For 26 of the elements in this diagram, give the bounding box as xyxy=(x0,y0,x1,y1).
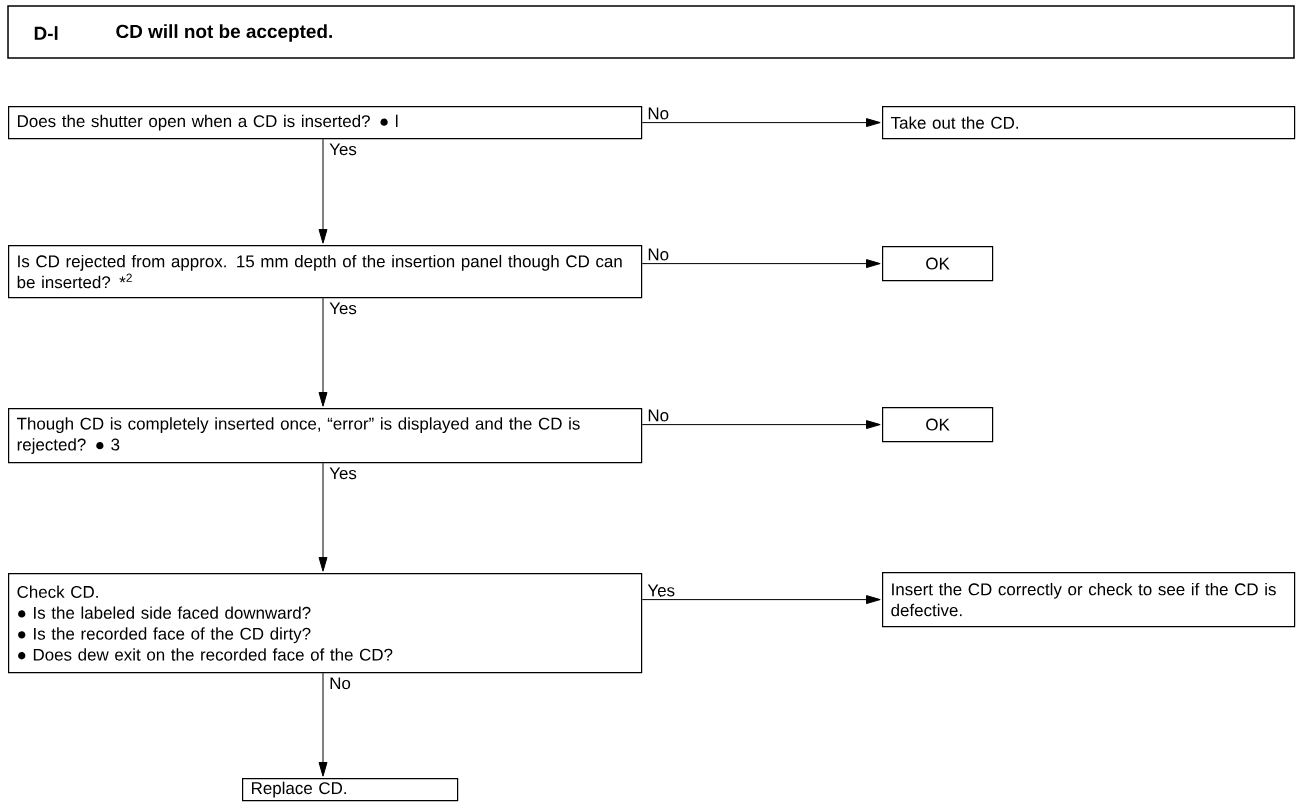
edge-label: No xyxy=(330,677,351,690)
arrow xyxy=(641,259,881,269)
edge-label: Yes xyxy=(329,467,357,480)
action-box: Take out the CD. xyxy=(882,106,1296,140)
edge-label: Yes xyxy=(647,584,675,597)
arrow xyxy=(318,672,328,777)
edge-label: No xyxy=(648,107,669,120)
arrow xyxy=(318,138,328,244)
edge-label: No xyxy=(648,409,669,422)
arrow xyxy=(641,595,881,605)
arrow xyxy=(318,462,328,572)
action-box: Replace CD. xyxy=(242,778,459,802)
question-box: Though CD is completely inserted once, “error” is displayed and the CD is rejected? ● 3 xyxy=(8,408,643,464)
question-box: Does the shutter open when a CD is inserted? ● l xyxy=(8,106,643,140)
result-box: OK xyxy=(882,407,994,443)
action-box: Insert the CD correctly or check to see if the CD is defective. xyxy=(882,572,1296,628)
arrow xyxy=(318,297,328,407)
question-box: Check CD. ● Is the labeled side faced downward? ● Is the recorded face of the CD dirty? ● Does dew exit on the recorded face of the CD? xyxy=(8,573,643,674)
edge-label: Yes xyxy=(329,143,357,156)
result-box: OK xyxy=(882,246,994,282)
edge-label: Yes xyxy=(329,302,357,315)
edge-label: No xyxy=(648,248,669,261)
section-number: D-l xyxy=(34,26,58,40)
question-box: Is CD rejected from approx. 15 mm depth of the insertion panel though CD can be inserted? *$^{2}$ xyxy=(8,245,643,299)
arrow xyxy=(641,118,881,128)
arrow xyxy=(641,420,881,430)
